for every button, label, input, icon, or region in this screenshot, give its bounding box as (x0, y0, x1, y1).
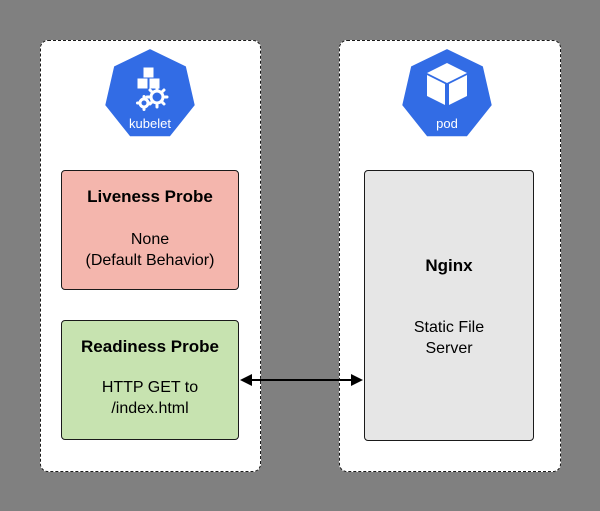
liveness-line-2: (Default Behavior) (85, 252, 215, 269)
pod-label: pod (436, 116, 458, 131)
liveness-probe-title: Liveness Probe (87, 187, 213, 206)
readiness-probe-description: HTTP GET to /index.html (62, 377, 238, 419)
readiness-line-2: /index.html (111, 400, 189, 417)
nginx-line-1: Static File (413, 319, 485, 336)
kubelet-label: kubelet (129, 116, 171, 131)
kubelet-icon: kubelet (100, 45, 200, 145)
readiness-probe-box: Readiness Probe HTTP GET to /index.html (61, 320, 239, 440)
nginx-description: Static File Server (365, 317, 533, 359)
liveness-probe-box: Liveness Probe None (Default Behavior) (61, 170, 239, 290)
liveness-probe-description: None (Default Behavior) (62, 229, 238, 271)
readiness-probe-title: Readiness Probe (81, 337, 219, 356)
nginx-container-box: Nginx Static File Server (364, 170, 534, 441)
nginx-title: Nginx (425, 256, 473, 275)
readiness-line-1: HTTP GET to (101, 379, 199, 396)
liveness-line-1: None (130, 231, 170, 248)
nginx-line-2: Server (425, 340, 473, 357)
pod-icon: pod (397, 45, 497, 145)
